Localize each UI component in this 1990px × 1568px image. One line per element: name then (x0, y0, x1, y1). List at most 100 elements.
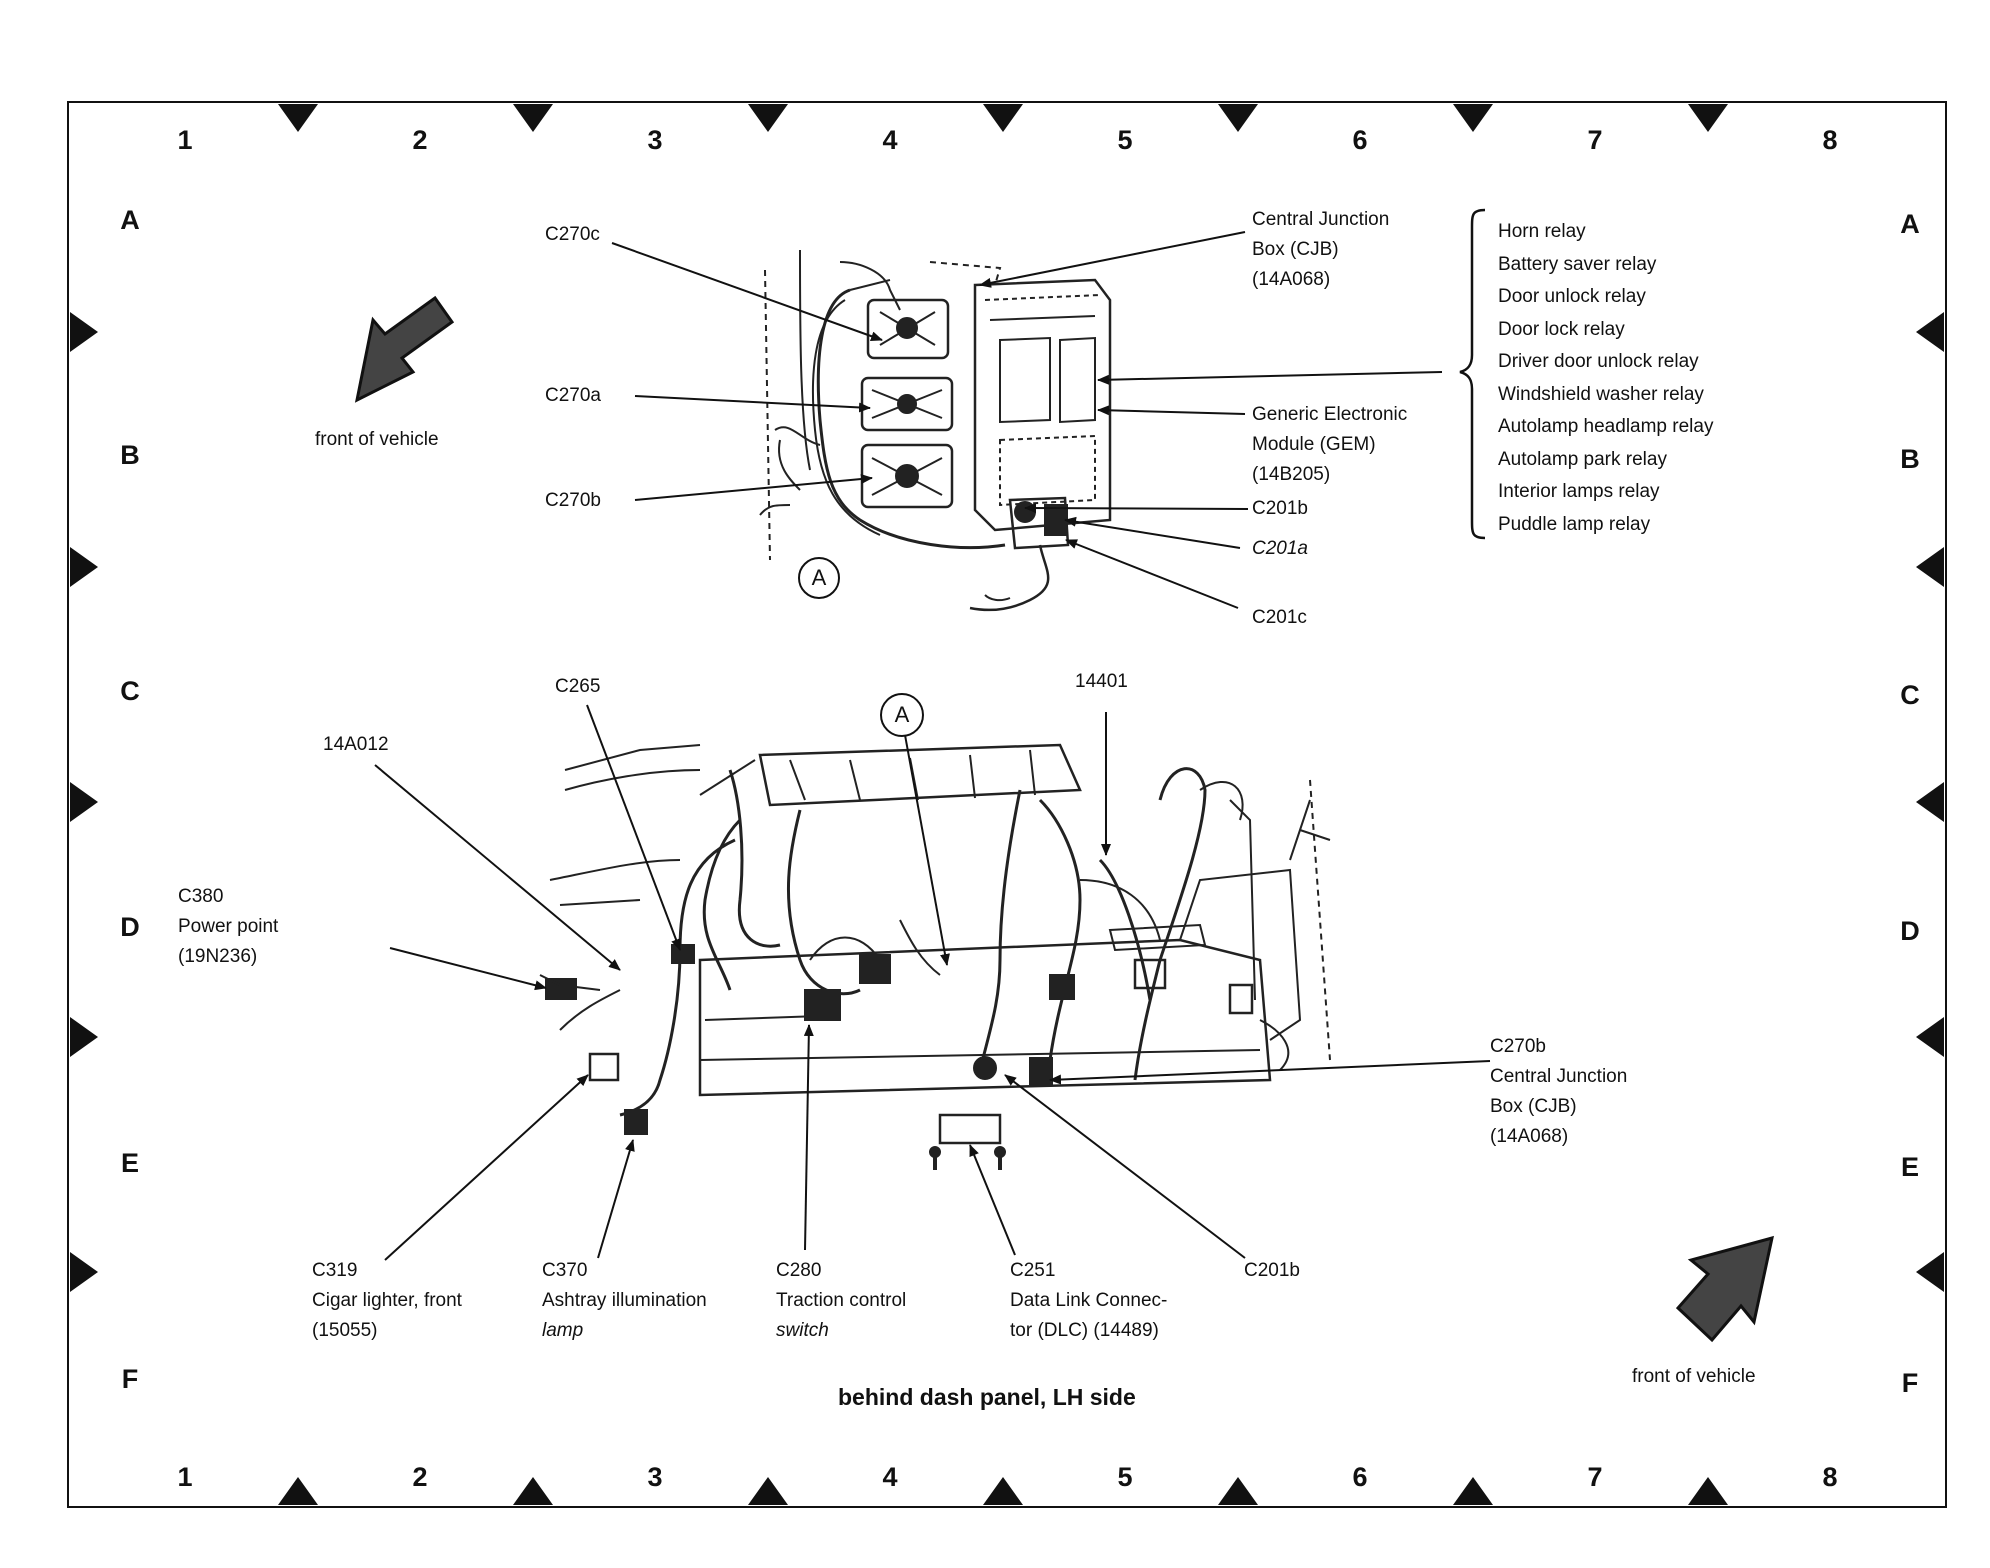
row-label: B (1900, 444, 1920, 474)
diagram-caption: behind dash panel, LH side (838, 1384, 1136, 1410)
grid-markers-left (70, 312, 98, 1292)
col-label: 4 (882, 1462, 898, 1492)
front-of-vehicle-arrow-bottom (1675, 1235, 1774, 1343)
label-c270b-cjb: C270b Central Junction Box (CJB) (14A068… (1490, 1032, 1627, 1152)
col-label: 1 (177, 1462, 193, 1492)
col-label: 5 (1117, 125, 1133, 155)
c251-line: C251 (1010, 1260, 1056, 1281)
c280-line: Traction control (776, 1290, 907, 1311)
col-label: 7 (1587, 1462, 1603, 1492)
label-c251-dlc: C251 Data Link Connec- tor (DLC) (14489) (1010, 1256, 1167, 1346)
row-label: A (1900, 209, 1920, 239)
label-c201b-top: C201b (1252, 498, 1308, 519)
relay-item: Autolamp park relay (1498, 448, 1667, 470)
label-generic-electronic-module: Generic Electronic Module (GEM) (14B205) (1252, 400, 1407, 490)
label-central-junction-box: Central Junction Box (CJB) (14A068) (1252, 205, 1389, 295)
relay-item: Battery saver relay (1498, 253, 1657, 275)
row-label: B (120, 440, 140, 470)
grid-markers-top (278, 104, 1728, 132)
relay-item: Driver door unlock relay (1498, 351, 1699, 372)
gem-line: (14B205) (1252, 464, 1331, 485)
col-label: 3 (647, 125, 663, 155)
label-14401: 14401 (1075, 671, 1128, 692)
col-label: 7 (1587, 125, 1603, 155)
c280-line: C280 (776, 1260, 822, 1281)
relay-item: Horn relay (1498, 221, 1586, 242)
row-label: C (1900, 680, 1920, 710)
cjb-line: Box (CJB) (1252, 239, 1339, 260)
grid-markers-right (1916, 312, 1944, 1292)
label-c280-traction-switch: C280 Traction control switch (776, 1256, 906, 1346)
label-c265: C265 (555, 676, 601, 697)
diagram-frame (67, 101, 1947, 1508)
c270b-cjb-line: C270b (1490, 1036, 1546, 1057)
c380-line: C380 (178, 886, 224, 907)
marker-a-bottom (880, 693, 924, 737)
col-label: 6 (1352, 1462, 1368, 1492)
col-label: 8 (1822, 125, 1838, 155)
dash-panel-illustration (539, 743, 1331, 1170)
col-label: 1 (177, 125, 193, 155)
label-c319-cigar-lighter: C319 Cigar lighter, front (15055) (312, 1256, 462, 1346)
cjb-line: Central Junction (1252, 209, 1390, 230)
label-c380-power-point: C380 Power point (19N236) (178, 882, 278, 972)
row-label: E (120, 1148, 139, 1178)
col-label: 3 (647, 1462, 663, 1492)
col-label: 2 (412, 125, 428, 155)
label-c370-ashtray-lamp: C370 Ashtray illumination lamp (542, 1256, 707, 1346)
front-of-vehicle-label-top: front of vehicle (315, 429, 439, 450)
row-label: E (1900, 1152, 1919, 1182)
relay-item: Door unlock relay (1498, 286, 1646, 307)
c319-line: (15055) (312, 1320, 378, 1341)
c280-line: switch (776, 1320, 829, 1341)
c380-line: Power point (178, 916, 279, 937)
label-c201a: C201a (1252, 538, 1308, 559)
relay-list: Horn relay Battery saver relay Door unlo… (1498, 216, 1713, 541)
c251-line: tor (DLC) (14489) (1010, 1320, 1159, 1341)
row-label: C (120, 676, 140, 706)
c270b-cjb-line: Box (CJB) (1490, 1096, 1577, 1117)
row-label: F (1901, 1368, 1919, 1398)
gem-line: Module (GEM) (1252, 434, 1376, 455)
col-label: 2 (412, 1462, 428, 1492)
label-c270a: C270a (545, 385, 601, 406)
c319-line: C319 (312, 1260, 358, 1281)
grid-markers-bottom (278, 1477, 1728, 1505)
marker-a-top-label: A (811, 565, 827, 590)
c370-line: lamp (542, 1320, 584, 1341)
marker-a-bottom-label: A (894, 702, 910, 727)
row-label: A (120, 205, 140, 235)
top-leader-lines (611, 208, 1486, 609)
c370-line: C370 (542, 1260, 588, 1281)
bottom-leader-lines (374, 704, 1491, 1261)
cjb-line: (14A068) (1252, 269, 1331, 290)
front-of-vehicle-label-bottom: front of vehicle (1632, 1366, 1756, 1387)
c251-line: Data Link Connec- (1010, 1290, 1168, 1311)
c270b-cjb-line: Central Junction (1490, 1066, 1628, 1087)
label-14a012: 14A012 (323, 734, 389, 755)
row-label: D (1900, 916, 1920, 946)
c370-line: Ashtray illumination (542, 1290, 707, 1311)
label-c201b-bottom: C201b (1244, 1260, 1300, 1281)
relay-item: Door lock relay (1498, 318, 1625, 340)
cjb-illustration (759, 249, 1112, 612)
front-of-vehicle-arrow-top (354, 295, 455, 403)
c319-line: Cigar lighter, front (312, 1290, 462, 1311)
row-label: D (120, 912, 140, 942)
c270b-cjb-line: (14A068) (1490, 1126, 1569, 1147)
relay-item: Puddle lamp relay (1498, 513, 1651, 535)
label-c270b: C270b (545, 490, 601, 511)
label-c270c: C270c (545, 224, 600, 245)
marker-a-top (798, 557, 840, 599)
col-label: 5 (1117, 1462, 1133, 1492)
row-label: F (121, 1364, 139, 1394)
gem-line: Generic Electronic (1252, 404, 1408, 425)
col-label: 4 (882, 125, 898, 155)
relay-item: Windshield washer relay (1498, 383, 1704, 405)
label-c201c: C201c (1252, 607, 1307, 628)
col-label: 6 (1352, 125, 1368, 155)
relay-item: Interior lamps relay (1498, 481, 1660, 502)
col-label: 8 (1822, 1462, 1838, 1492)
c380-line: (19N236) (178, 946, 258, 967)
